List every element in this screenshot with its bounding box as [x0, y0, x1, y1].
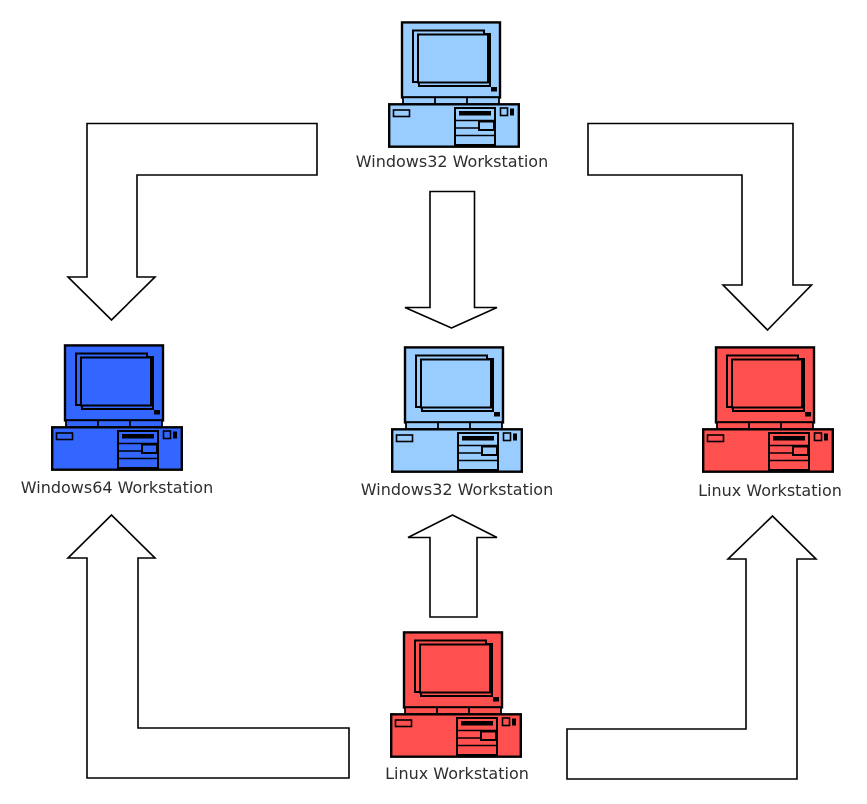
node-label-left: Windows64 Workstation: [20, 478, 214, 497]
node-label-right: Linux Workstation: [698, 481, 842, 500]
workstation-icon: [389, 22, 519, 146]
workstation-icon: [703, 347, 833, 471]
node-label-bottom: Linux Workstation: [385, 764, 529, 783]
arrow-bottom-to-left: [66, 513, 350, 779]
node-top-windows32: [388, 21, 520, 148]
arrow-bottom-to-center: [407, 514, 498, 618]
node-right-linux: [702, 346, 834, 473]
arrow-top-to-left: [66, 122, 318, 322]
node-label-top: Windows32 Workstation: [355, 152, 549, 171]
node-left-windows64: [51, 344, 183, 471]
arrow-bottom-to-right: [566, 514, 818, 780]
workstation-icon: [392, 347, 522, 471]
workstation-icon: [391, 632, 521, 756]
arrow-top-to-right: [587, 122, 814, 332]
node-center-windows32: [391, 346, 523, 473]
node-bottom-linux: [390, 631, 522, 758]
arrow-top-to-center: [404, 190, 498, 329]
workstation-icon: [52, 345, 182, 469]
node-label-center: Windows32 Workstation: [360, 480, 554, 499]
